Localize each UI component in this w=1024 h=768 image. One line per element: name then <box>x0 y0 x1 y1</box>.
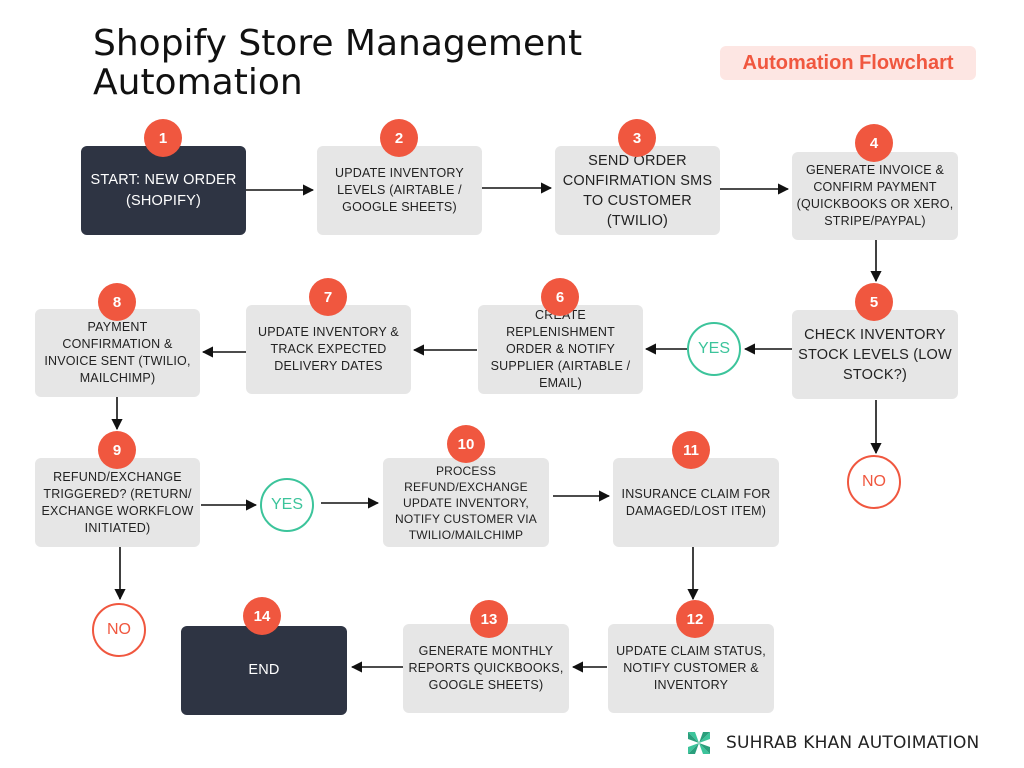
step-number-badge: 14 <box>243 597 281 635</box>
decision-stock-yes: YES <box>687 322 741 376</box>
step-number-badge: 2 <box>380 119 418 157</box>
step-10-process-refund: PROCESS REFUND/EXCHANGE UPDATE INVENTORY… <box>383 458 549 547</box>
step-number-badge: 3 <box>618 119 656 157</box>
decision-refund-no: NO <box>92 603 146 657</box>
page-title: Shopify Store Management Automation <box>93 23 583 103</box>
step-8-payment-confirmation: PAYMENT CONFIRMATION & INVOICE SENT (TWI… <box>35 309 200 397</box>
step-number-badge: 6 <box>541 278 579 316</box>
step-number-badge: 4 <box>855 124 893 162</box>
step-number-badge: 11 <box>672 431 710 469</box>
step-number-badge: 13 <box>470 600 508 638</box>
step-3-send-confirmation: SEND ORDER CONFIRMATION SMS TO CUSTOMER … <box>555 146 720 235</box>
flowchart-tag: Automation Flowchart <box>720 46 976 80</box>
step-6-replenishment: CREATE REPLENISHMENT ORDER & NOTIFY SUPP… <box>478 305 643 394</box>
step-number-badge: 12 <box>676 600 714 638</box>
step-number-badge: 7 <box>309 278 347 316</box>
footer-brand: SUHRAB KHAN AUTOIMATION <box>684 728 979 758</box>
step-number-badge: 1 <box>144 119 182 157</box>
step-13-monthly-reports: GENERATE MONTHLY REPORTS QUICKBOOKS, GOO… <box>403 624 569 713</box>
step-5-check-stock: CHECK INVENTORY STOCK LEVELS (LOW STOCK?… <box>792 310 958 399</box>
step-11-insurance-claim: INSURANCE CLAIM FOR DAMAGED/LOST ITEM) <box>613 458 779 547</box>
step-4-generate-invoice: GENERATE INVOICE & CONFIRM PAYMENT (QUIC… <box>792 152 958 240</box>
step-number-badge: 5 <box>855 283 893 321</box>
step-1-start: START: NEW ORDER (SHOPIFY) <box>81 146 246 235</box>
step-number-badge: 8 <box>98 283 136 321</box>
decision-stock-no: NO <box>847 455 901 509</box>
step-12-update-claim: UPDATE CLAIM STATUS, NOTIFY CUSTOMER & I… <box>608 624 774 713</box>
decision-refund-yes: YES <box>260 478 314 532</box>
step-number-badge: 9 <box>98 431 136 469</box>
step-2-update-inventory: UPDATE INVENTORY LEVELS (AIRTABLE / GOOG… <box>317 146 482 235</box>
step-number-badge: 10 <box>447 425 485 463</box>
step-9-refund-triggered: REFUND/EXCHANGE TRIGGERED? (RETURN/ EXCH… <box>35 458 200 547</box>
step-7-track-delivery: UPDATE INVENTORY & TRACK EXPECTED DELIVE… <box>246 305 411 394</box>
footer-brand-text: SUHRAB KHAN AUTOIMATION <box>726 733 980 753</box>
step-14-end: END <box>181 626 347 715</box>
brand-logo-icon <box>688 732 710 754</box>
